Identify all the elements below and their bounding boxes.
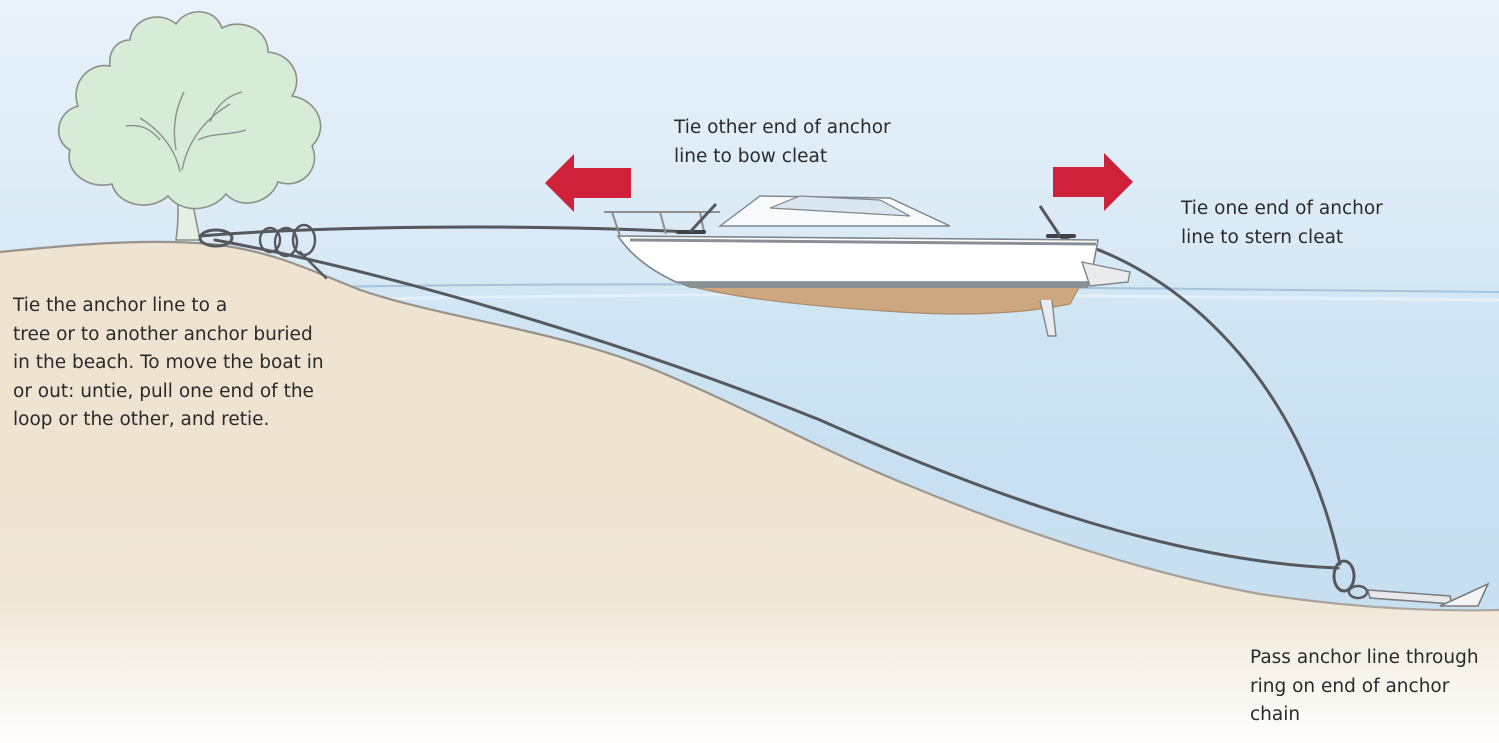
arrow-right-icon: [1053, 153, 1133, 211]
rope-coil: [258, 226, 282, 254]
label-line: line to stern cleat: [1181, 226, 1344, 248]
label-line: ring on end of anchor: [1250, 675, 1450, 697]
label-line: loop or the other, and retie.: [13, 409, 270, 430]
arrow-left-icon: [545, 154, 631, 212]
tree-anchor-label: Tie the anchor line to a tree or to anot…: [13, 292, 324, 435]
boat-bow-rail: [604, 211, 720, 237]
sand-fade: [0, 430, 1499, 743]
boat-hull-stripe: [676, 282, 1090, 288]
rope-coil: [273, 226, 299, 258]
stern-cleat-label: Tie one end of anchor line to stern clea…: [1181, 195, 1383, 252]
label-line: tree or to another anchor buried: [13, 323, 313, 345]
anchor-ring-label: Pass anchor line through ring on end of …: [1250, 644, 1479, 730]
tree: [57, 11, 322, 241]
label-line: Pass anchor line through: [1250, 647, 1479, 668]
stern-cleat-rope: [1038, 205, 1062, 237]
label-line: Tie other end of anchor: [674, 117, 891, 138]
anchor-chain-link: [1347, 584, 1369, 600]
boat: [604, 195, 1131, 337]
rope-tail: [298, 250, 328, 280]
label-line: or out: untie, pull one end of the: [13, 380, 314, 402]
rope-tree-to-ring: [213, 238, 1340, 570]
boat-engine: [1080, 261, 1131, 287]
anchor-fluke: [1439, 582, 1490, 607]
bow-cleat-rope: [688, 202, 718, 234]
tree-foliage: [57, 11, 322, 210]
rope-stern-to-ring: [1060, 236, 1342, 566]
label-line: line to bow cleat: [674, 145, 828, 167]
tree-branches: [125, 91, 247, 173]
boat-bottom: [675, 281, 1084, 315]
boat-engine-leg: [1039, 299, 1057, 337]
bow-cleat-label: Tie other end of anchor line to bow clea…: [674, 114, 891, 171]
rope-loop: [198, 228, 234, 248]
label-line: chain: [1250, 704, 1301, 725]
label-line: Tie the anchor line to a: [13, 295, 228, 316]
label-line: in the beach. To move the boat in: [13, 352, 324, 373]
label-line: Tie one end of anchor: [1181, 198, 1383, 219]
boat-gunwale: [629, 238, 1097, 246]
anchor: [1332, 559, 1490, 607]
boat-windshield: [769, 195, 911, 217]
anchor-ring: [1332, 559, 1356, 593]
